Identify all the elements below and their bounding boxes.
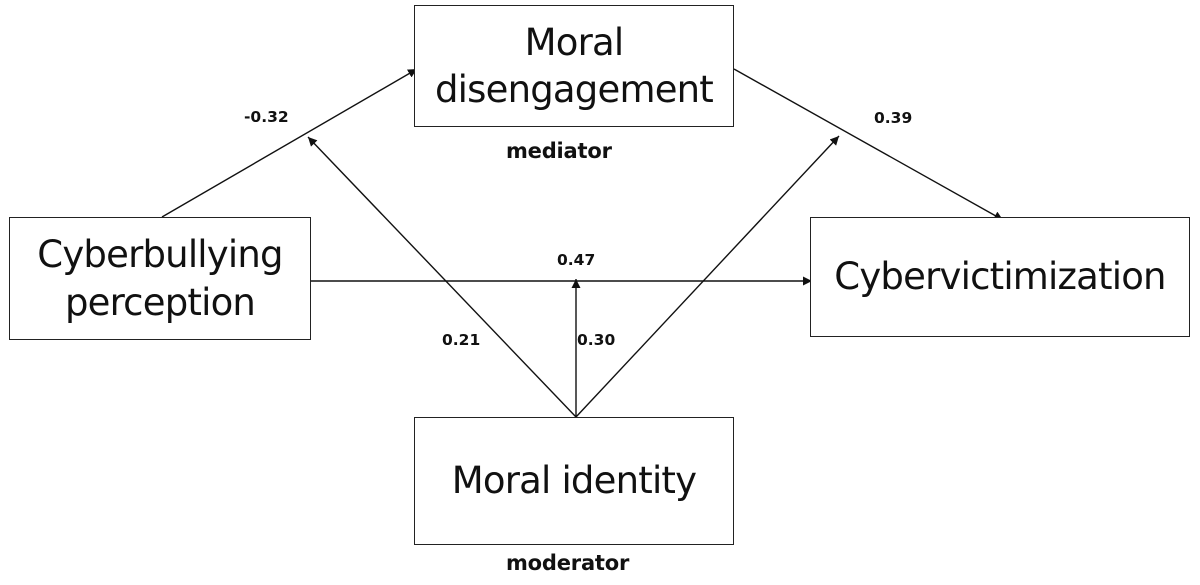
cybervictimization-box: Cybervictimization [810,217,1190,337]
arrow-moral-identity-to-path-a [307,136,577,418]
coefficient-cyberbullying-to-disengagement: -0.32 [244,108,289,126]
moral-disengagement-label: Moral disengagement [434,20,714,111]
coefficient-moral-identity-path-c: 0.30 [577,331,616,349]
moderator-role-label: moderator [506,551,630,575]
coefficient-cyberbullying-to-cybervictimization: 0.47 [557,251,596,269]
moral-disengagement-box: Moral disengagement [414,5,734,127]
cyberbullying-perception-box: Cyberbullying perception [9,217,311,340]
coefficient-moral-identity-path-a: 0.21 [442,331,481,349]
moral-identity-label: Moral identity [451,459,697,503]
arrow-moral-identity-to-path-b [575,135,840,418]
moral-identity-box: Moral identity [414,417,734,545]
cyberbullying-perception-label: Cyberbullying perception [37,233,283,324]
cybervictimization-label: Cybervictimization [834,255,1166,299]
mediator-role-label: mediator [506,139,612,163]
arrow-disengagement-to-cybervictimization [733,68,1004,221]
coefficient-disengagement-to-cybervictimization: 0.39 [874,109,913,127]
arrow-cyberbullying-to-disengagement [161,68,418,218]
